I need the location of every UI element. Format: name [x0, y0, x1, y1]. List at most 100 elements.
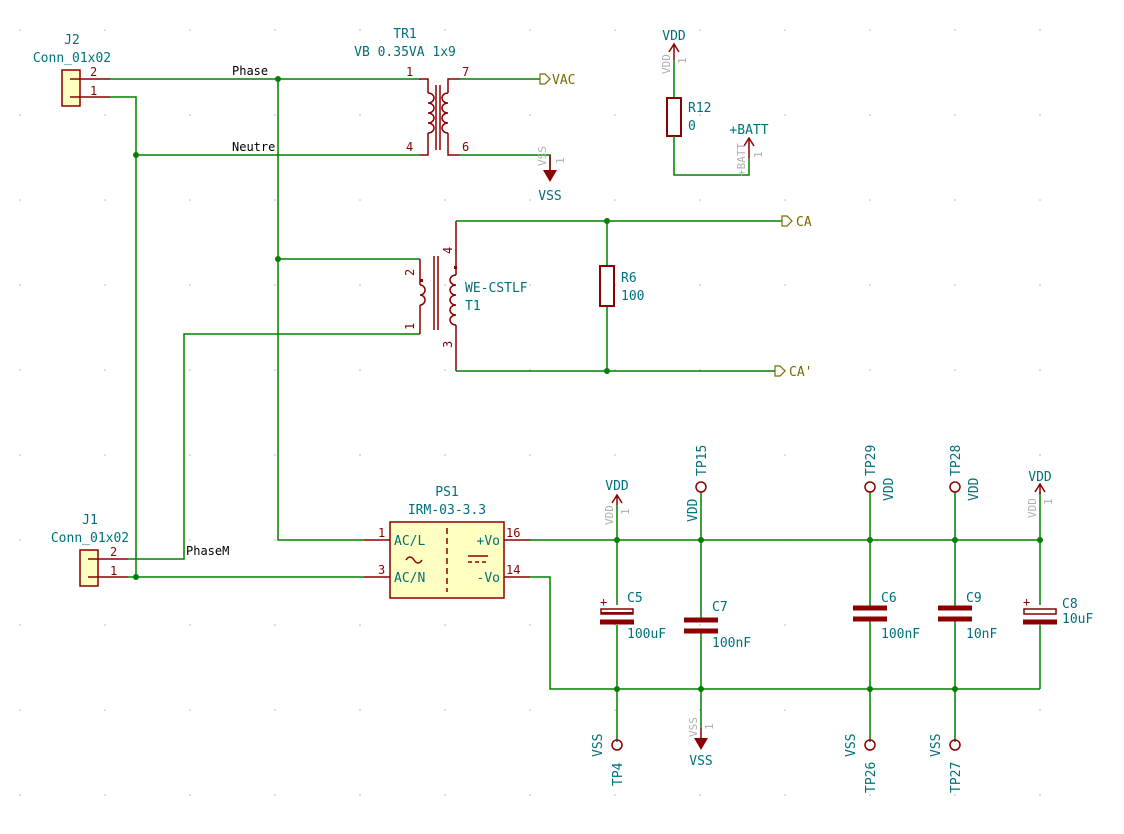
vdd-r12-hint: VDD	[660, 54, 673, 74]
ps1-acl-label: AC/L	[394, 534, 425, 549]
grid-dot	[274, 199, 276, 201]
grid-dot	[869, 454, 871, 456]
grid-dot	[529, 709, 531, 711]
capacitor-c7[interactable]: C7 100nF	[684, 600, 751, 651]
global-label-ca[interactable]: CA	[781, 215, 812, 230]
grid-dot	[784, 454, 786, 456]
grid-dot	[104, 199, 106, 201]
testpoint-tp4[interactable]: VSS TP4	[591, 734, 626, 786]
grid-dot	[869, 114, 871, 116]
capacitor-c9[interactable]: C9 10nF	[938, 591, 997, 642]
grid-dot	[104, 624, 106, 626]
vss-tr1-label: VSS	[538, 189, 561, 204]
grid-dot	[699, 199, 701, 201]
c7-ref: C7	[712, 600, 728, 615]
grid-dot	[529, 284, 531, 286]
grid-dot	[614, 709, 616, 711]
grid-dot	[1039, 454, 1041, 456]
r12-ref: R12	[688, 101, 711, 116]
grid-dot	[699, 284, 701, 286]
t1-pin2: 2	[403, 269, 417, 276]
junction-vss-1	[614, 686, 620, 692]
grid-dot	[19, 114, 21, 116]
c5-polarity-icon: +	[600, 595, 607, 609]
vss-c7-hint-pin: 1	[703, 723, 716, 730]
j1-value: Conn_01x02	[51, 531, 129, 546]
grid-dot	[699, 29, 701, 31]
grid-dot	[1039, 284, 1041, 286]
j2-ref: J2	[64, 33, 80, 48]
ps1-acn-label: AC/N	[394, 571, 425, 586]
global-label-vac[interactable]: VAC	[539, 73, 575, 88]
connector-j1[interactable]: J1 Conn_01x02 2 1	[51, 513, 129, 587]
power-supply-ps1[interactable]: PS1 IRM-03-3.3 1 3 16 14 AC/L AC/N +Vo -…	[364, 485, 530, 599]
testpoint-tp28[interactable]: TP28 VDD	[949, 445, 982, 501]
tp15-net: VDD	[686, 498, 701, 522]
global-label-ca-prime-text: CA'	[789, 365, 812, 380]
grid-dot	[869, 29, 871, 31]
grid-dot	[954, 29, 956, 31]
grid-dot	[359, 624, 361, 626]
batt-hint: +BATT	[735, 143, 748, 176]
grid-dot	[104, 369, 106, 371]
grid-dot	[359, 199, 361, 201]
transformer-tr1[interactable]: TR1 VB 0.35VA 1x9 1 4 7 6	[354, 27, 469, 156]
wires-mains	[110, 78, 421, 578]
ps1-pin14: 14	[506, 563, 520, 577]
connector-j2[interactable]: J2 Conn_01x02 2 1	[33, 33, 111, 107]
vss-tr1-hint: VSS	[536, 146, 549, 166]
t1-value: WE-CSTLF	[465, 281, 528, 296]
grid-dot	[189, 624, 191, 626]
grid-dot	[359, 114, 361, 116]
tr1-secondary-coil	[441, 92, 449, 134]
grid-dot	[784, 709, 786, 711]
grid-dot	[699, 454, 701, 456]
grid-dot	[1039, 794, 1041, 796]
grid-dot	[529, 794, 531, 796]
grid-dot	[189, 369, 191, 371]
grid-dot	[19, 29, 21, 31]
t1-pin3: 3	[441, 341, 455, 348]
grid-dot	[189, 539, 191, 541]
grid-dot	[19, 199, 21, 201]
testpoint-tp26[interactable]: VSS TP26	[844, 734, 879, 793]
grid-dot	[359, 709, 361, 711]
resistor-r6[interactable]: R6 100	[599, 265, 644, 307]
tr1-pin4: 4	[406, 140, 413, 154]
j1-ref: J1	[82, 513, 98, 528]
grid-dot	[444, 794, 446, 796]
tp27-ref: TP27	[949, 762, 964, 793]
vdd-c8-hint: VDD	[1026, 498, 1039, 518]
ps1-value: IRM-03-3.3	[408, 503, 486, 518]
tp27-net: VSS	[929, 734, 944, 757]
global-label-ca-prime[interactable]: CA'	[774, 365, 812, 380]
grid-dot	[444, 709, 446, 711]
vdd-c8-hint-pin: 1	[1042, 498, 1055, 505]
grid-dot	[869, 369, 871, 371]
tp29-net: VDD	[882, 477, 897, 501]
testpoint-tp29[interactable]: TP29 VDD	[864, 445, 897, 501]
junction-vss-4	[952, 686, 958, 692]
power-vdd-r12: VDD VDD 1	[660, 29, 689, 74]
junction-phase-t1	[275, 256, 281, 262]
transformer-t1[interactable]: 2 1 4 3 WE-CSTLF T1	[403, 221, 528, 371]
c7-value: 100nF	[712, 636, 751, 651]
testpoint-tp15[interactable]: TP15 VDD	[686, 445, 710, 522]
grid-dot	[529, 29, 531, 31]
capacitor-c6[interactable]: C6 100nF	[853, 591, 920, 642]
tp4-ref: TP4	[611, 762, 626, 786]
c9-value: 10nF	[966, 627, 997, 642]
testpoint-tp27[interactable]: VSS TP27	[929, 734, 964, 793]
capacitor-c5[interactable]: + C5 100uF	[600, 591, 666, 642]
r12-body	[666, 97, 682, 137]
grid-dot	[784, 624, 786, 626]
t1-secondary-coil	[449, 274, 457, 326]
tr1-pin7: 7	[462, 65, 469, 79]
junction-phase	[275, 76, 281, 82]
grid-dot	[189, 794, 191, 796]
grid-dot	[954, 369, 956, 371]
capacitor-c8[interactable]: + C8 10uF	[1023, 595, 1093, 627]
resistor-r12[interactable]: R12 0	[666, 97, 711, 137]
c5-ref: C5	[627, 591, 643, 606]
